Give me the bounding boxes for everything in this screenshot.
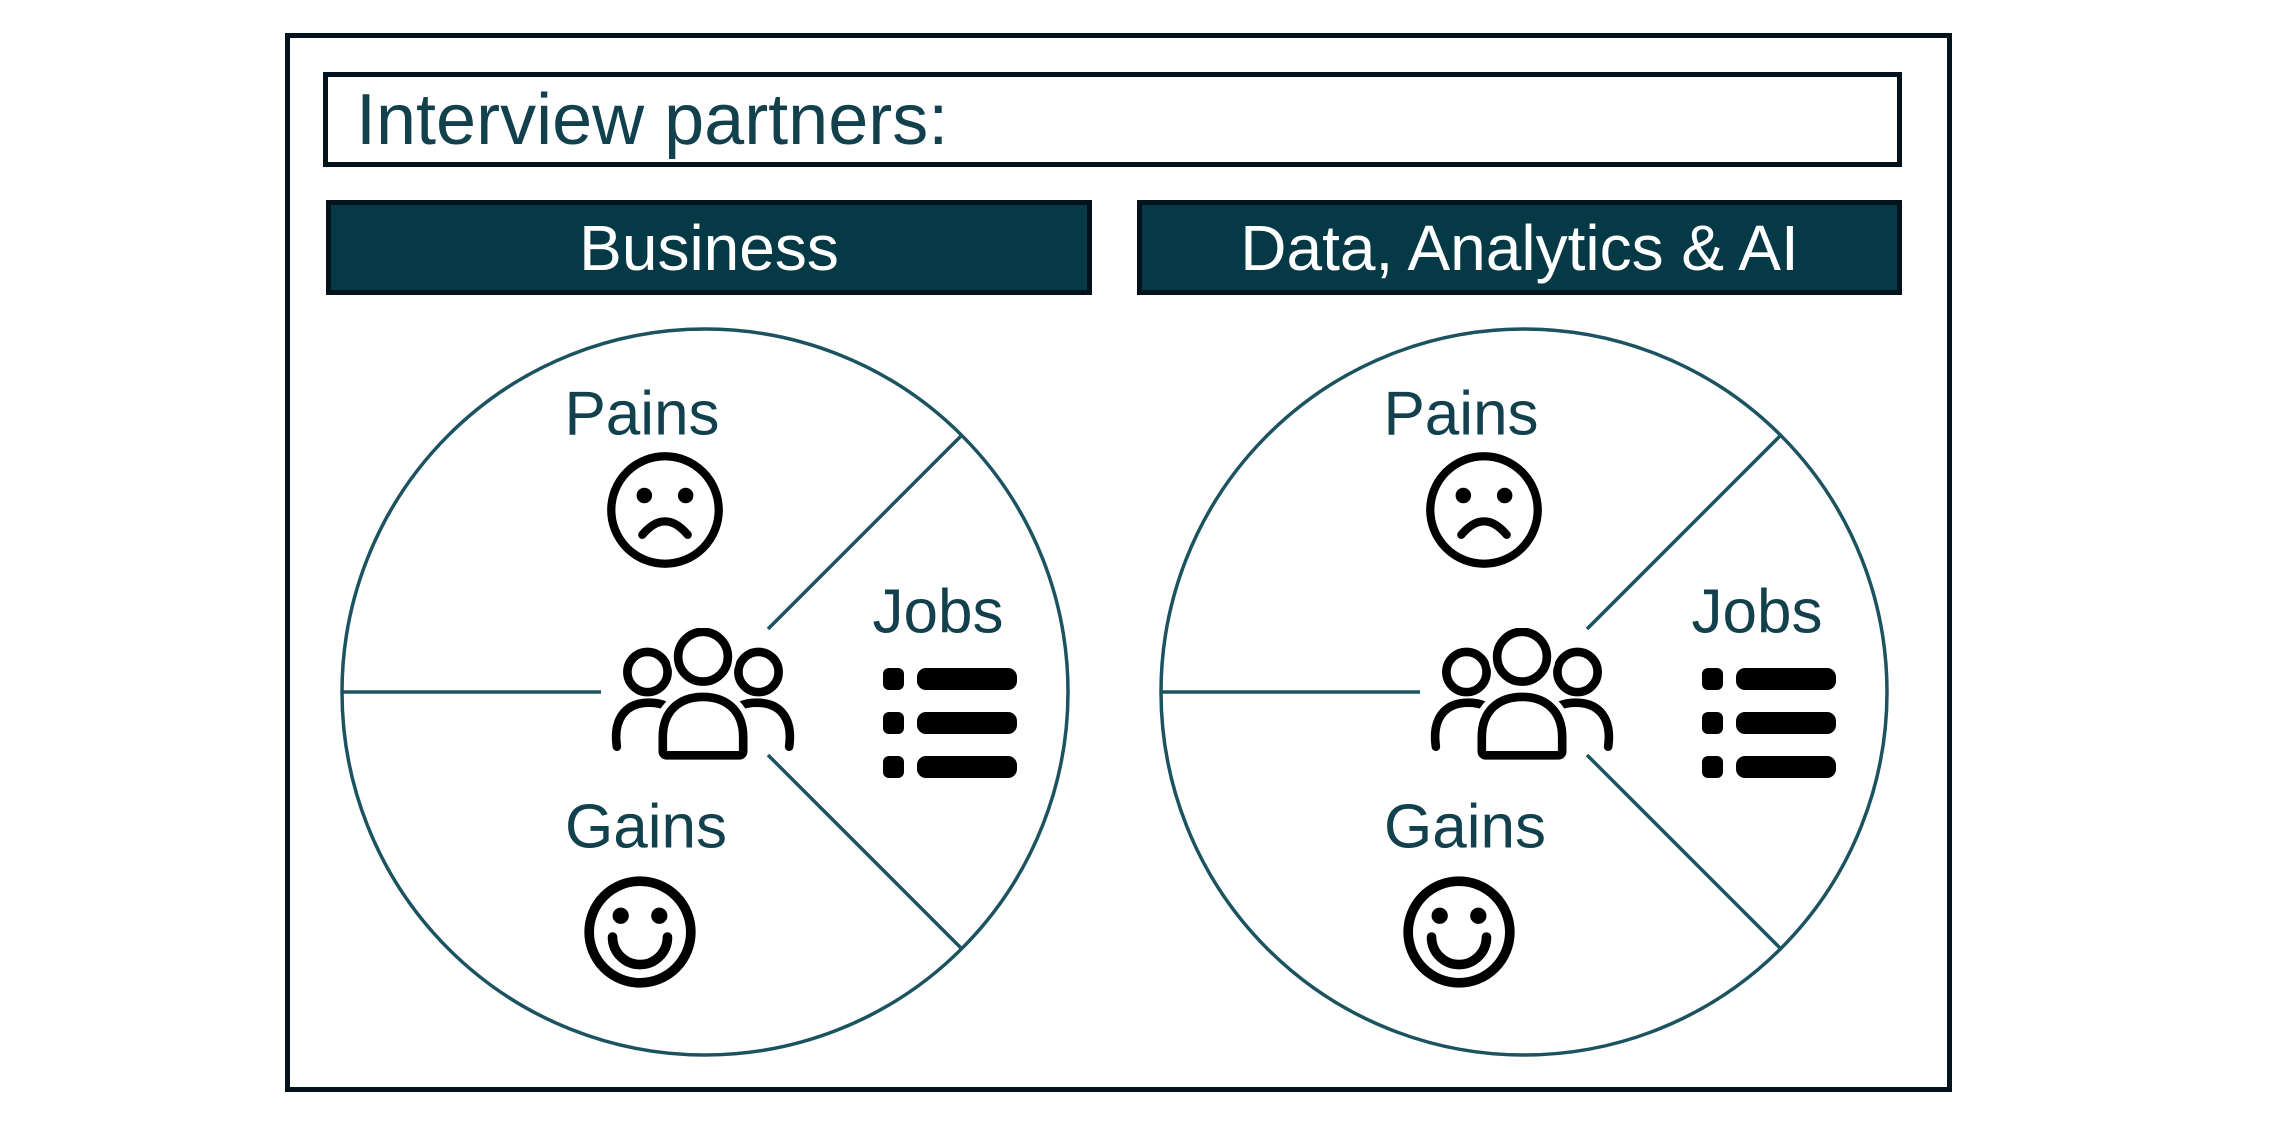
people-group-icon xyxy=(1426,628,1618,762)
task-list-icon xyxy=(883,668,1017,778)
column-header-business-label: Business xyxy=(579,211,839,284)
pains-label: Pains xyxy=(564,379,720,449)
title-box: Interview partners: xyxy=(323,72,1902,167)
people-group-icon xyxy=(607,628,799,762)
customer-profile-circle-business: Pains Jobs Gains xyxy=(325,312,1085,1072)
profile-circle-outline xyxy=(1159,327,1889,1057)
column-header-data-analytics-ai-label: Data, Analytics & AI xyxy=(1240,211,1799,284)
smile-face-icon xyxy=(579,871,701,993)
jobs-label: Jobs xyxy=(1691,577,1823,647)
frown-face-icon xyxy=(1422,448,1546,572)
column-header-business: Business xyxy=(326,200,1092,295)
pains-label: Pains xyxy=(1383,379,1539,449)
frown-face-icon xyxy=(603,448,727,572)
profile-circle-outline xyxy=(340,327,1070,1057)
column-header-data-analytics-ai: Data, Analytics & AI xyxy=(1137,200,1902,295)
gains-label: Gains xyxy=(565,792,727,862)
gains-label: Gains xyxy=(1384,792,1546,862)
page-title: Interview partners: xyxy=(356,79,949,160)
task-list-icon xyxy=(1702,668,1836,778)
smile-face-icon xyxy=(1398,871,1520,993)
jobs-label: Jobs xyxy=(872,577,1004,647)
customer-profile-circle-data-analytics-ai: Pains Jobs Gains xyxy=(1144,312,1904,1072)
